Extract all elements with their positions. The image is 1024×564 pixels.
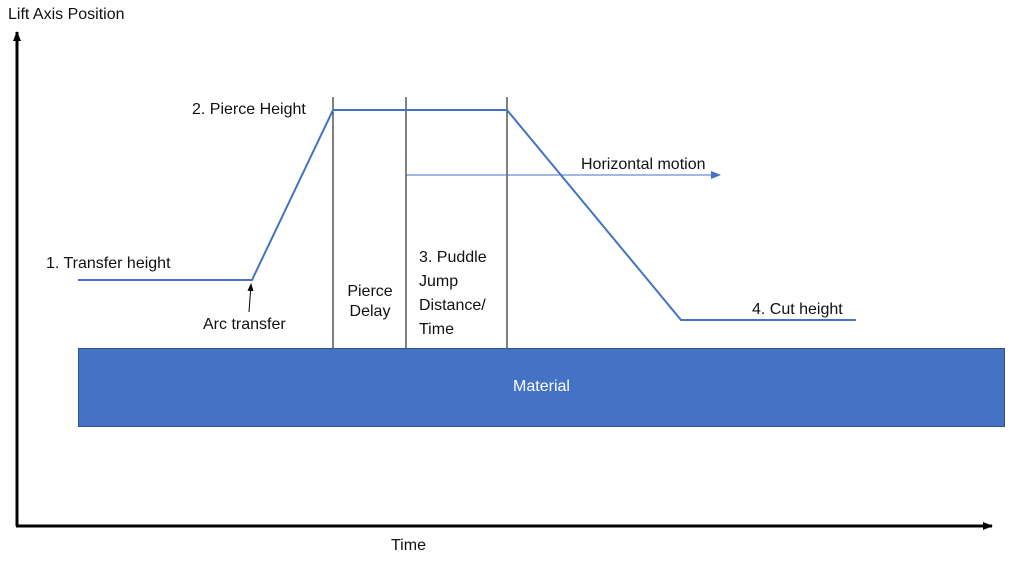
material-label: Material	[513, 378, 570, 395]
arc-transfer-pointer	[247, 283, 254, 313]
y-axis-label: Lift Axis Position	[8, 6, 125, 23]
horizontal-motion-label: Horizontal motion	[581, 156, 706, 173]
pierce-height-label: 2. Pierce Height	[192, 101, 306, 118]
x-axis-label: Time	[391, 537, 426, 554]
cut-height-label: 4. Cut height	[752, 301, 843, 318]
pierce-delay-label: Pierce Delay	[347, 283, 393, 320]
material-block: Material	[78, 348, 1005, 427]
lift-profile-line	[78, 109, 856, 321]
puddle-jump-label: 3. Puddle Jump Distance/ Time	[419, 249, 487, 338]
transfer-height-label: 1. Transfer height	[46, 255, 171, 272]
arc-transfer-label: Arc transfer	[203, 316, 286, 333]
